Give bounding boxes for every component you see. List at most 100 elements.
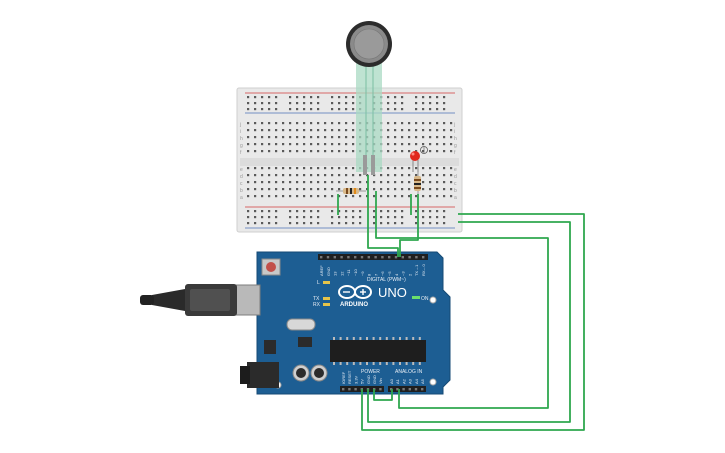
breadboard-hole[interactable] xyxy=(401,181,404,184)
breadboard-hole[interactable] xyxy=(345,136,348,139)
breadboard-hole[interactable] xyxy=(331,222,334,225)
breadboard-hole[interactable] xyxy=(324,122,327,125)
header-pin[interactable] xyxy=(340,256,343,259)
breadboard-hole[interactable] xyxy=(310,96,313,99)
breadboard-hole[interactable] xyxy=(394,102,397,105)
reset-button[interactable] xyxy=(261,258,281,276)
breadboard-hole[interactable] xyxy=(387,222,390,225)
header-pin[interactable] xyxy=(408,388,411,391)
breadboard-hole[interactable] xyxy=(436,188,439,191)
breadboard-hole[interactable] xyxy=(338,96,341,99)
breadboard-hole[interactable] xyxy=(450,181,453,184)
breadboard-hole[interactable] xyxy=(247,222,250,225)
breadboard-hole[interactable] xyxy=(317,108,320,111)
breadboard-hole[interactable] xyxy=(338,136,341,139)
breadboard-hole[interactable] xyxy=(436,222,439,225)
breadboard-hole[interactable] xyxy=(394,188,397,191)
breadboard-hole[interactable] xyxy=(303,195,306,198)
breadboard-hole[interactable] xyxy=(443,167,446,170)
breadboard-hole[interactable] xyxy=(429,188,432,191)
breadboard-hole[interactable] xyxy=(429,174,432,177)
breadboard-hole[interactable] xyxy=(247,188,250,191)
breadboard-hole[interactable] xyxy=(422,167,425,170)
breadboard-hole[interactable] xyxy=(408,188,411,191)
breadboard-hole[interactable] xyxy=(352,96,355,99)
breadboard-hole[interactable] xyxy=(394,129,397,132)
breadboard-hole[interactable] xyxy=(394,216,397,219)
breadboard-hole[interactable] xyxy=(317,122,320,125)
breadboard-hole[interactable] xyxy=(401,108,404,111)
breadboard-hole[interactable] xyxy=(352,122,355,125)
breadboard-hole[interactable] xyxy=(436,210,439,213)
breadboard-hole[interactable] xyxy=(254,174,257,177)
resistor-sensor[interactable] xyxy=(336,188,366,194)
breadboard-hole[interactable] xyxy=(359,210,362,213)
breadboard-hole[interactable] xyxy=(247,136,250,139)
header-pin[interactable] xyxy=(367,256,370,259)
breadboard-hole[interactable] xyxy=(275,216,278,219)
breadboard-hole[interactable] xyxy=(331,174,334,177)
breadboard-hole[interactable] xyxy=(254,210,257,213)
breadboard-hole[interactable] xyxy=(289,216,292,219)
breadboard-hole[interactable] xyxy=(331,188,334,191)
breadboard-hole[interactable] xyxy=(324,167,327,170)
breadboard-hole[interactable] xyxy=(380,222,383,225)
breadboard-hole[interactable] xyxy=(296,216,299,219)
breadboard-hole[interactable] xyxy=(352,222,355,225)
breadboard-hole[interactable] xyxy=(261,188,264,191)
breadboard-hole[interactable] xyxy=(310,195,313,198)
breadboard-hole[interactable] xyxy=(310,167,313,170)
breadboard-hole[interactable] xyxy=(268,143,271,146)
breadboard-hole[interactable] xyxy=(338,210,341,213)
breadboard-hole[interactable] xyxy=(338,195,341,198)
breadboard-hole[interactable] xyxy=(394,222,397,225)
breadboard-hole[interactable] xyxy=(324,195,327,198)
breadboard-hole[interactable] xyxy=(296,222,299,225)
breadboard-hole[interactable] xyxy=(303,129,306,132)
breadboard-hole[interactable] xyxy=(324,188,327,191)
breadboard-hole[interactable] xyxy=(345,222,348,225)
breadboard-hole[interactable] xyxy=(275,143,278,146)
breadboard-hole[interactable] xyxy=(450,143,453,146)
breadboard-hole[interactable] xyxy=(331,167,334,170)
header-pin[interactable] xyxy=(342,388,345,391)
breadboard-hole[interactable] xyxy=(282,122,285,125)
breadboard-hole[interactable] xyxy=(380,210,383,213)
breadboard[interactable]: j i h g f e d c b a j i h g f e d c b a xyxy=(236,87,463,233)
breadboard-hole[interactable] xyxy=(345,108,348,111)
breadboard-hole[interactable] xyxy=(387,143,390,146)
breadboard-hole[interactable] xyxy=(408,181,411,184)
breadboard-hole[interactable] xyxy=(268,167,271,170)
breadboard-hole[interactable] xyxy=(408,122,411,125)
breadboard-hole[interactable] xyxy=(443,181,446,184)
breadboard-hole[interactable] xyxy=(352,167,355,170)
breadboard-hole[interactable] xyxy=(401,167,404,170)
breadboard-hole[interactable] xyxy=(387,210,390,213)
breadboard-hole[interactable] xyxy=(282,174,285,177)
breadboard-hole[interactable] xyxy=(443,222,446,225)
breadboard-hole[interactable] xyxy=(317,210,320,213)
breadboard-hole[interactable] xyxy=(296,167,299,170)
breadboard-hole[interactable] xyxy=(345,122,348,125)
breadboard-hole[interactable] xyxy=(429,150,432,153)
breadboard-hole[interactable] xyxy=(380,181,383,184)
breadboard-hole[interactable] xyxy=(394,136,397,139)
breadboard-hole[interactable] xyxy=(408,136,411,139)
breadboard-hole[interactable] xyxy=(373,216,376,219)
breadboard-hole[interactable] xyxy=(317,150,320,153)
breadboard-hole[interactable] xyxy=(394,210,397,213)
breadboard-hole[interactable] xyxy=(345,216,348,219)
breadboard-hole[interactable] xyxy=(324,129,327,132)
breadboard-hole[interactable] xyxy=(338,122,341,125)
header-pin[interactable] xyxy=(333,256,336,259)
breadboard-hole[interactable] xyxy=(443,210,446,213)
breadboard-hole[interactable] xyxy=(338,143,341,146)
breadboard-hole[interactable] xyxy=(261,167,264,170)
breadboard-hole[interactable] xyxy=(415,108,418,111)
breadboard-hole[interactable] xyxy=(268,96,271,99)
breadboard-hole[interactable] xyxy=(422,122,425,125)
breadboard-hole[interactable] xyxy=(387,188,390,191)
breadboard-hole[interactable] xyxy=(296,181,299,184)
breadboard-hole[interactable] xyxy=(268,222,271,225)
breadboard-hole[interactable] xyxy=(450,174,453,177)
